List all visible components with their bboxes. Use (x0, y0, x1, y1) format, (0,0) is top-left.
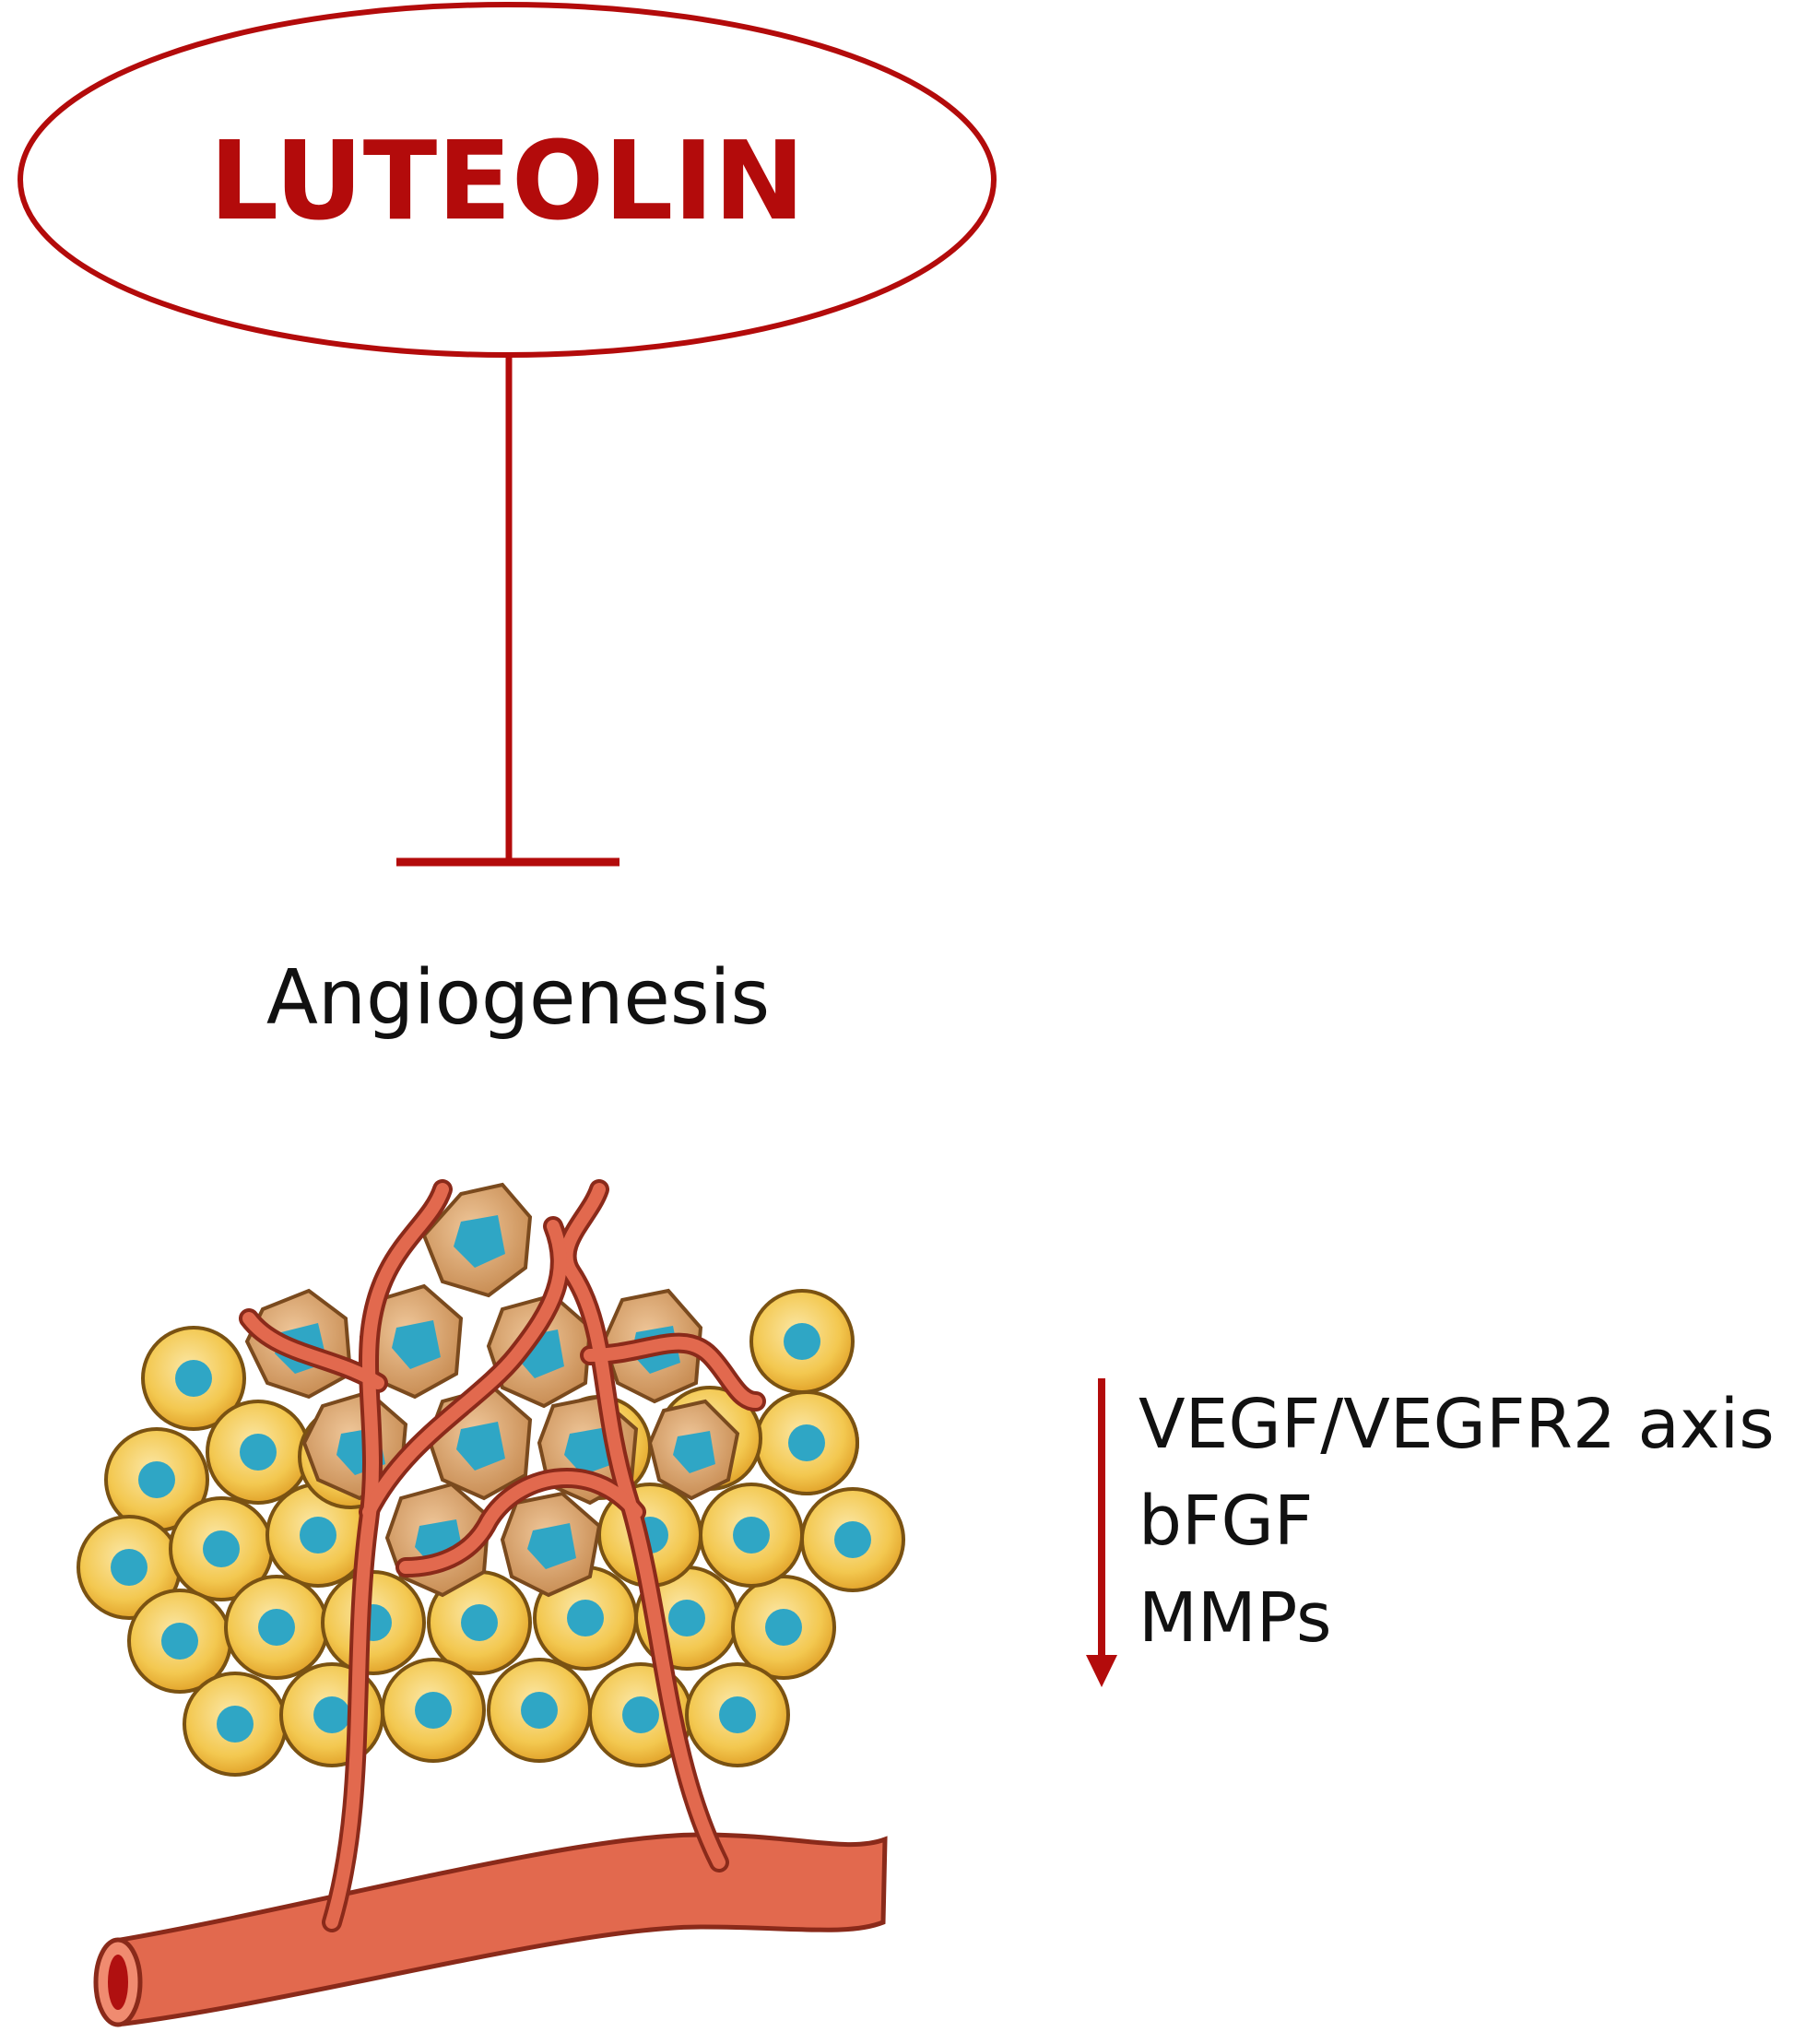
blood-vessel (93, 1832, 888, 2027)
cell (754, 1390, 859, 1495)
cell (699, 1483, 804, 1588)
cell (224, 1575, 329, 1680)
cell (169, 1496, 274, 1601)
downregulated-list: VEGF/VEGFR2 axis bFGF MMPs (1139, 1385, 1775, 1658)
cell (206, 1400, 311, 1505)
list-item: VEGF/VEGFR2 axis (1139, 1385, 1775, 1464)
list-item: bFGF (1139, 1482, 1313, 1561)
cell (77, 1515, 182, 1620)
tumor-cell (500, 1491, 602, 1598)
tumor-cell (359, 1283, 464, 1400)
cell (685, 1662, 790, 1767)
cell (321, 1570, 426, 1675)
cell (141, 1326, 246, 1431)
down-arrow-icon (1086, 1378, 1117, 1687)
luteolin-title: LUTEOLIN (209, 117, 805, 244)
list-item: MMPs (1139, 1578, 1332, 1658)
cell (731, 1575, 836, 1680)
tumor-angiogenesis-icon (77, 1179, 905, 2027)
inhibition-bar-icon (396, 355, 619, 867)
cell (533, 1565, 638, 1671)
cell (749, 1289, 855, 1394)
angiogenesis-label: Angiogenesis (266, 954, 770, 1042)
sprouting-vessels (239, 1179, 766, 1932)
luteolin-node: LUTEOLIN (18, 2, 997, 358)
cell (183, 1672, 288, 1777)
cell (381, 1658, 486, 1763)
tumor-cell (647, 1399, 740, 1501)
cell (487, 1658, 592, 1763)
tumor-cell (421, 1182, 533, 1298)
cell (800, 1487, 905, 1592)
